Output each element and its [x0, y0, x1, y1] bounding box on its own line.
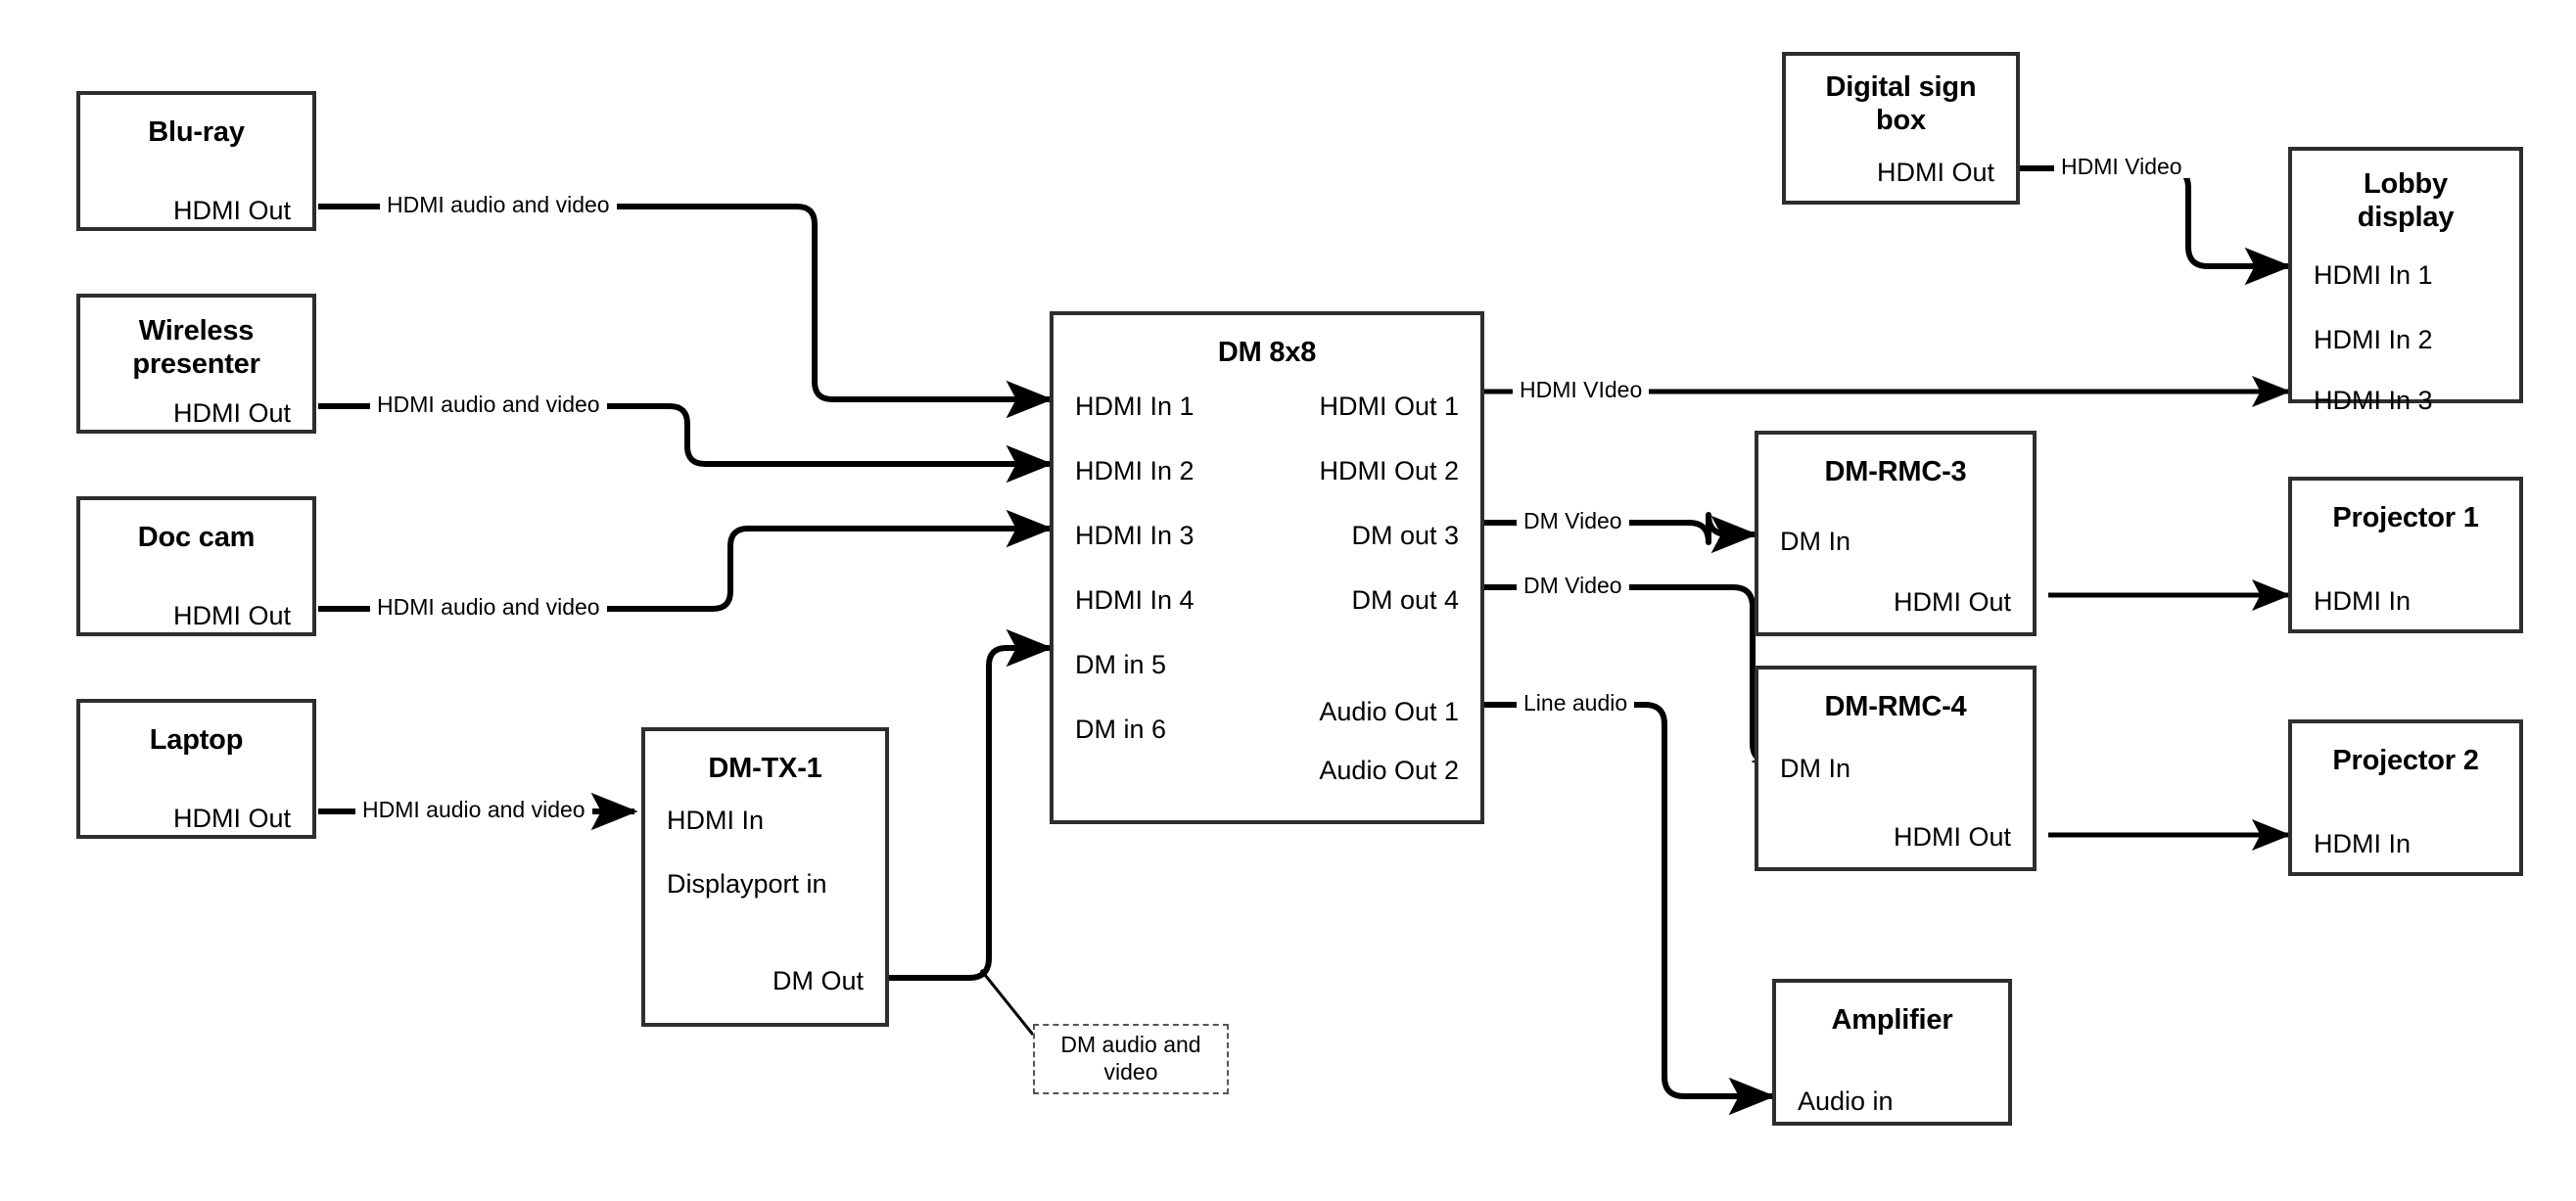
node-wireless-presenter-title-line2: presenter	[132, 348, 260, 380]
node-dm-tx-1-title: DM-TX-1	[708, 753, 822, 784]
edge-label-dm8x8-to-dmrmc4: DM Video	[1517, 575, 1629, 597]
node-amplifier-port-audio-in[interactable]: Audio in	[1798, 1086, 1894, 1116]
node-dm-tx-1[interactable]: DM-TX-1 HDMI In Displayport in DM Out	[641, 727, 889, 1027]
node-dm-8x8-title: DM 8x8	[1217, 337, 1317, 368]
node-dm-8x8-output-audio-out-2[interactable]: Audio Out 2	[1319, 756, 1459, 785]
note-leader-line	[979, 969, 1035, 1036]
connector-digitalsign-to-lobby	[2019, 165, 2292, 286]
node-projector-2-title: Projector 2	[2332, 745, 2479, 776]
node-dm-tx-1-port-displayport-in[interactable]: Displayport in	[667, 869, 827, 899]
node-dm-8x8[interactable]: DM 8x8 HDMI In 1 HDMI In 2 HDMI In 3 HDM…	[1050, 311, 1484, 824]
node-dm-rmc-4[interactable]: DM-RMC-4 DM In HDMI Out	[1755, 666, 2037, 871]
node-digital-sign-box-title-line1: Digital sign	[1825, 71, 1977, 103]
node-projector-1-title: Projector 1	[2332, 502, 2479, 533]
node-bluray-title: Blu-ray	[148, 116, 245, 148]
node-projector-1[interactable]: Projector 1 HDMI In	[2288, 477, 2523, 633]
node-dm-8x8-input-dm-in-6[interactable]: DM in 6	[1075, 715, 1167, 744]
edge-label-digitalsign-to-lobby: HDMI Video	[2054, 156, 2189, 178]
node-doc-cam-port-hdmi-out[interactable]: HDMI Out	[172, 601, 291, 630]
node-dm-8x8-output-hdmi-out-1[interactable]: HDMI Out 1	[1319, 392, 1459, 421]
note-dm-audio-and-video-text: DM audio and video	[1060, 1032, 1201, 1085]
node-dm-rmc-4-port-hdmi-out[interactable]: HDMI Out	[1893, 822, 2011, 852]
node-amplifier-title: Amplifier	[1831, 1004, 1953, 1036]
node-dm-8x8-output-audio-out-1[interactable]: Audio Out 1	[1319, 697, 1459, 726]
node-wireless-presenter-port-hdmi-out[interactable]: HDMI Out	[172, 398, 291, 428]
node-dm-8x8-input-dm-in-5[interactable]: DM in 5	[1075, 650, 1167, 679]
node-dm-8x8-output-hdmi-out-2[interactable]: HDMI Out 2	[1319, 456, 1459, 485]
node-dm-rmc-4-title: DM-RMC-4	[1824, 691, 1967, 722]
node-dm-rmc-3-port-dm-in[interactable]: DM In	[1780, 527, 1851, 556]
node-bluray[interactable]: Blu-ray HDMI Out	[76, 91, 316, 231]
node-laptop-port-hdmi-out[interactable]: HDMI Out	[172, 804, 291, 833]
node-digital-sign-box[interactable]: Digital sign box HDMI Out	[1782, 52, 2020, 205]
connector-dmtx1-to-dm8x8	[889, 628, 1054, 981]
node-dm-8x8-input-hdmi-in-3[interactable]: HDMI In 3	[1075, 521, 1194, 550]
node-projector-2[interactable]: Projector 2 HDMI In	[2288, 719, 2523, 876]
node-projector-1-port-hdmi-in[interactable]: HDMI In	[2314, 586, 2412, 616]
node-laptop[interactable]: Laptop HDMI Out	[76, 699, 316, 839]
node-dm-8x8-input-hdmi-in-2[interactable]: HDMI In 2	[1075, 456, 1194, 485]
edge-label-dm8x8-to-amplifier: Line audio	[1517, 692, 1635, 715]
node-digital-sign-box-port-hdmi-out[interactable]: HDMI Out	[1876, 158, 1994, 187]
node-lobby-display[interactable]: Lobby display HDMI In 1 HDMI In 2 HDMI I…	[2288, 147, 2523, 414]
connector-dm8x8-to-dmrmc4	[1484, 584, 1799, 781]
node-dm-rmc-3-title: DM-RMC-3	[1824, 456, 1967, 487]
node-digital-sign-box-title-line2: box	[1876, 105, 1926, 136]
node-laptop-title: Laptop	[149, 724, 244, 756]
node-dm-rmc-3-port-hdmi-out[interactable]: HDMI Out	[1893, 587, 2011, 617]
node-lobby-display-title-line2: display	[2357, 202, 2455, 233]
node-doc-cam[interactable]: Doc cam HDMI Out	[76, 496, 316, 636]
node-dm-rmc-4-port-dm-in[interactable]: DM In	[1780, 754, 1851, 783]
node-dm-8x8-input-hdmi-in-1[interactable]: HDMI In 1	[1075, 392, 1194, 421]
node-lobby-display-port-hdmi-in-1[interactable]: HDMI In 1	[2314, 260, 2433, 290]
node-lobby-display-title-line1: Lobby	[2364, 168, 2448, 200]
edge-label-dm8x8-to-lobby-hdmi3: HDMI VIdeo	[1513, 379, 1650, 401]
node-projector-2-port-hdmi-in[interactable]: HDMI In	[2314, 829, 2412, 858]
edge-label-bluray-to-dm8x8: HDMI audio and video	[380, 194, 617, 216]
edge-label-dm8x8-to-dmrmc3: DM Video	[1517, 510, 1629, 532]
edge-label-doccam-to-dm8x8: HDMI audio and video	[370, 596, 607, 619]
edge-label-wireless-to-dm8x8: HDMI audio and video	[370, 393, 607, 416]
node-wireless-presenter[interactable]: Wireless presenter HDMI Out	[76, 294, 316, 434]
node-dm-tx-1-port-hdmi-in[interactable]: HDMI In	[667, 806, 765, 835]
edge-label-laptop-to-dmtx1: HDMI audio and video	[355, 799, 592, 821]
connector-bluray-to-dm8x8	[318, 204, 1054, 419]
node-amplifier[interactable]: Amplifier Audio in	[1772, 979, 2012, 1126]
node-dm-tx-1-port-dm-out[interactable]: DM Out	[772, 966, 864, 995]
node-dm-8x8-output-dm-out-4[interactable]: DM out 4	[1351, 585, 1459, 615]
node-dm-rmc-3[interactable]: DM-RMC-3 DM In HDMI Out	[1755, 431, 2037, 636]
node-dm-8x8-input-hdmi-in-4[interactable]: HDMI In 4	[1075, 585, 1194, 615]
node-bluray-port-hdmi-out[interactable]: HDMI Out	[172, 196, 291, 225]
node-doc-cam-title: Doc cam	[137, 522, 256, 553]
node-wireless-presenter-title-line1: Wireless	[138, 315, 255, 346]
node-lobby-display-port-hdmi-in-2[interactable]: HDMI In 2	[2314, 325, 2433, 354]
node-lobby-display-port-hdmi-in-3[interactable]: HDMI In 3	[2314, 386, 2433, 415]
node-dm-8x8-output-dm-out-3[interactable]: DM out 3	[1351, 521, 1459, 550]
note-dm-audio-and-video: DM audio and video	[1033, 1024, 1229, 1094]
connector-dm8x8-to-amplifier	[1484, 702, 1776, 1116]
